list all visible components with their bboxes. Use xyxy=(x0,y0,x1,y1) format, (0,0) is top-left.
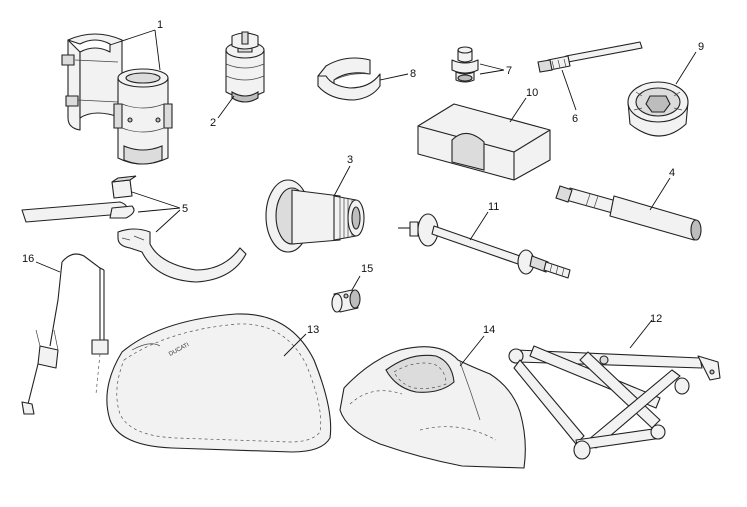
part-12-folding-stand: 12 xyxy=(508,313,721,460)
callout-11: 11 xyxy=(488,201,499,213)
callout-5: 5 xyxy=(182,203,188,215)
callout-9: 9 xyxy=(698,41,704,53)
part-1-split-sleeve: 1 xyxy=(61,19,173,165)
part-10-support-block: 10 xyxy=(417,87,551,181)
part-16-hook-tool: 16 xyxy=(21,253,109,415)
callout-14: 14 xyxy=(483,324,495,336)
part-4-drift-handle: 4 xyxy=(555,167,702,241)
callout-4: 4 xyxy=(669,167,675,179)
callout-16: 16 xyxy=(22,253,34,265)
part-13-tank-cover: DUCATI 13 xyxy=(106,313,332,453)
part-14-seat-cover: 14 xyxy=(339,324,526,469)
callout-15: 15 xyxy=(361,263,373,275)
callout-8: 8 xyxy=(410,68,416,80)
callout-7: 7 xyxy=(506,65,512,77)
part-7-valve-fitting: 7 xyxy=(451,46,512,83)
part-6-pin-rod: 6 xyxy=(537,41,643,125)
callout-1: 1 xyxy=(157,19,163,31)
callout-13: 13 xyxy=(307,324,319,336)
part-5-spanner-wrench: 5 xyxy=(21,175,247,283)
callout-6: 6 xyxy=(572,113,578,125)
part-8-c-ring: 8 xyxy=(317,57,416,101)
callout-10: 10 xyxy=(526,87,538,99)
callout-12: 12 xyxy=(650,313,662,325)
part-3-threaded-adapter: 3 xyxy=(265,154,365,253)
callout-2: 2 xyxy=(210,117,216,129)
part-2-cup-adapter: 2 xyxy=(210,31,265,129)
part-9-socket-nut: 9 xyxy=(627,41,704,137)
part-11-slide-hammer: 11 xyxy=(398,201,571,279)
callout-3: 3 xyxy=(347,154,353,166)
part-15-bushing: 15 xyxy=(331,263,373,313)
